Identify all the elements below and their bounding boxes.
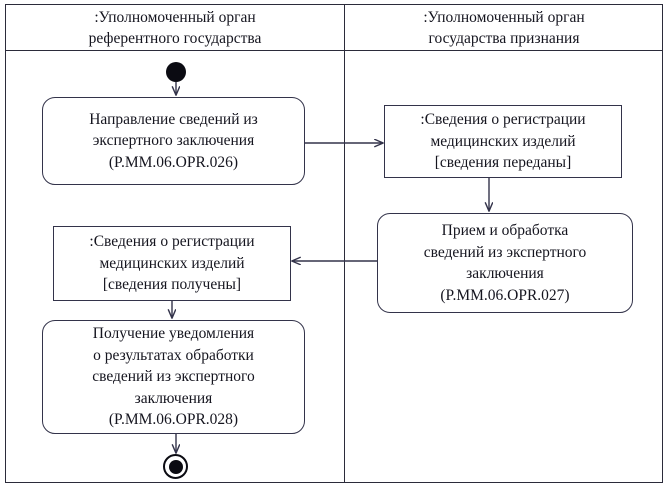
final-node-marker bbox=[163, 454, 188, 479]
activity-node-receive-and-process[interactable]: Прием и обработка сведений из экспертног… bbox=[377, 213, 633, 313]
swimlane-header-reference-state: :Уполномоченный орган референтного госуд… bbox=[88, 9, 262, 47]
swimlane-header-divider bbox=[5, 50, 663, 51]
object-node-info-sent[interactable]: :Сведения о регистрации медицинских изде… bbox=[384, 105, 622, 178]
object-node-info-received[interactable]: :Сведения о регистрации медицинских изде… bbox=[53, 226, 291, 301]
initial-node-marker bbox=[166, 62, 186, 82]
activity-node-send-info[interactable]: Направление сведений из экспертного закл… bbox=[42, 97, 305, 185]
swimlane-divider bbox=[344, 4, 345, 483]
activity-node-get-notification[interactable]: Получение уведомления о результатах обра… bbox=[42, 320, 305, 434]
swimlane-header-recognition-state: :Уполномоченный орган государства призна… bbox=[423, 9, 585, 47]
